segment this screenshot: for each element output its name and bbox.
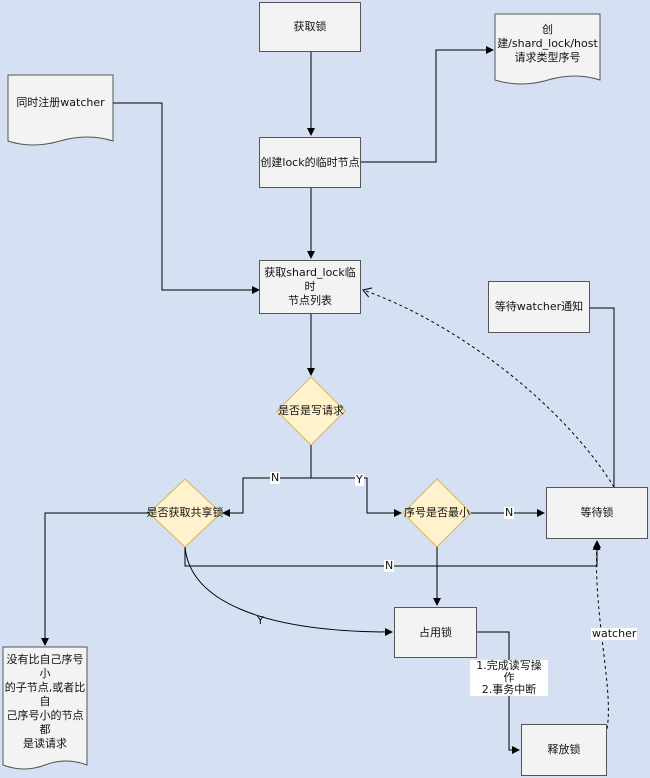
node-release-lock: 释放锁 <box>521 724 607 776</box>
edge-label-N-to-wait: N <box>504 506 515 519</box>
doc-register-watcher-label: 同时注册watcher <box>16 96 105 109</box>
edge-label-ops: 1.完成读写操作 2.事务中断 <box>470 660 548 696</box>
edge-release-watcher <box>592 542 609 751</box>
doc-create-path-label: 创建/shard_lock/host 请求类型序号 <box>497 23 598 64</box>
decision-is-write-label: 是否是写请求 <box>278 404 344 417</box>
node-get-node-list: 获取shard_lock临时 节点列表 <box>259 260 361 314</box>
edge-wait-to-notify <box>590 307 615 487</box>
node-occupy-lock: 占用锁 <box>394 607 477 658</box>
node-wait-lock-label: 等待锁 <box>580 506 614 519</box>
doc-create-path-shape <box>494 13 601 85</box>
doc-no-smaller-label: 没有比自己序号小 的子节点,或者比自 己序号小的节点都 是读请求 <box>4 653 86 750</box>
decision-seq-smallest: 序号是否最小 <box>397 503 477 523</box>
edge-decision-Y <box>311 477 402 517</box>
edge-watcher-doc-to-list <box>113 102 260 294</box>
edge-decision-N <box>222 445 312 517</box>
node-wait-lock: 等待锁 <box>546 487 648 539</box>
edge-label-watcher: watcher <box>591 627 638 640</box>
doc-no-smaller: 没有比自己序号小 的子节点,或者比自 己序号小的节点都 是读请求 <box>3 653 87 750</box>
node-release-lock-label: 释放锁 <box>547 743 581 756</box>
edge-label-N-left: N <box>270 471 281 484</box>
edge-shared-Y-to-occupy <box>184 546 393 636</box>
edge-shared-to-doc <box>41 512 149 646</box>
edge-label-N-shared-to-wait: N <box>384 559 395 572</box>
node-acquire-lock-label: 获取锁 <box>293 20 327 33</box>
decision-shared-lock-label: 是否获取共享锁 <box>146 506 224 519</box>
decision-seq-smallest-label: 序号是否最小 <box>404 506 470 519</box>
decision-shared-lock: 是否获取共享锁 <box>143 503 227 523</box>
node-acquire-lock: 获取锁 <box>259 2 361 52</box>
edge-label-Y-right: Y <box>355 473 364 486</box>
edge-label-Y-shared-to-occupy: Y <box>257 614 264 627</box>
node-create-temp-node: 创建lock的临时节点 <box>259 137 361 188</box>
node-create-temp-node-label: 创建lock的临时节点 <box>260 155 360 169</box>
doc-register-watcher-shape <box>7 74 114 146</box>
node-occupy-lock-label: 占用锁 <box>419 625 452 639</box>
edge-create-to-doc <box>361 46 494 163</box>
doc-no-smaller-shape <box>2 646 88 770</box>
doc-register-watcher: 同时注册watcher <box>8 80 113 126</box>
decision-is-write: 是否是写请求 <box>271 401 351 421</box>
doc-create-path: 创建/shard_lock/host 请求类型序号 <box>495 20 600 68</box>
node-wait-watcher-notify: 等待watcher通知 <box>488 281 590 333</box>
node-get-node-list-label: 获取shard_lock临时 节点列表 <box>264 266 356 307</box>
node-wait-watcher-notify-label: 等待watcher通知 <box>494 300 584 313</box>
